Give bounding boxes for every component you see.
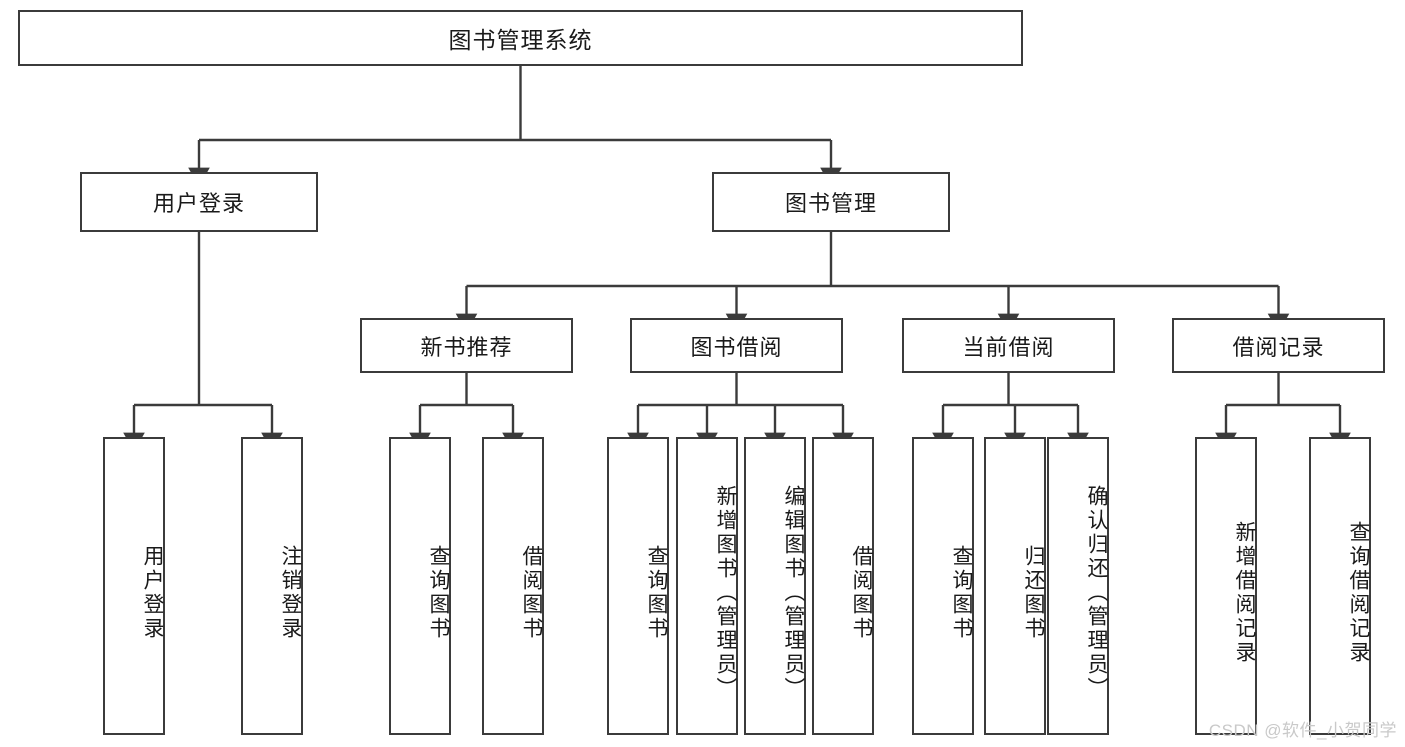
node-查询图书[interactable]: 查询图书 xyxy=(912,437,974,735)
node-新增图书管理员[interactable]: 新增图书（管理员） xyxy=(676,437,738,735)
node-label: 借阅记录 xyxy=(1232,334,1325,360)
node-label: 图书借阅 xyxy=(690,334,783,360)
node-新书推荐[interactable]: 新书推荐 xyxy=(360,318,573,373)
node-确认归还管理员[interactable]: 确认归还（管理员） xyxy=(1047,437,1109,735)
node-label: 编辑图书（管理员） xyxy=(782,485,805,701)
node-label: 图书管理 xyxy=(784,191,877,216)
node-label: 借阅图书 xyxy=(520,545,543,641)
node-label: 新增借阅记录 xyxy=(1233,521,1256,665)
node-label: 借阅图书 xyxy=(850,545,873,641)
node-label: 新书推荐 xyxy=(420,334,513,360)
node-label: 归还图书 xyxy=(1022,545,1045,641)
node-label: 当前借阅 xyxy=(962,334,1055,360)
node-label: 图书管理系统 xyxy=(448,27,593,53)
node-label: 查询图书 xyxy=(950,545,973,641)
node-label: 注销登录 xyxy=(279,545,302,641)
node-label: 查询图书 xyxy=(427,545,450,641)
node-图书借阅[interactable]: 图书借阅 xyxy=(630,318,843,373)
node-用户登录[interactable]: 用户登录 xyxy=(80,172,318,232)
node-借阅记录[interactable]: 借阅记录 xyxy=(1172,318,1385,373)
node-借阅图书[interactable]: 借阅图书 xyxy=(482,437,544,735)
node-借阅图书[interactable]: 借阅图书 xyxy=(812,437,874,735)
node-归还图书[interactable]: 归还图书 xyxy=(984,437,1046,735)
node-label: 用户登录 xyxy=(141,545,164,641)
node-用户登录[interactable]: 用户登录 xyxy=(103,437,165,735)
node-label: 确认归还（管理员） xyxy=(1085,485,1108,701)
node-编辑图书管理员[interactable]: 编辑图书（管理员） xyxy=(744,437,806,735)
node-图书管理[interactable]: 图书管理 xyxy=(712,172,950,232)
node-图书管理系统[interactable]: 图书管理系统 xyxy=(18,10,1023,66)
node-注销登录[interactable]: 注销登录 xyxy=(241,437,303,735)
node-label: 用户登录 xyxy=(152,191,245,216)
node-label: 查询图书 xyxy=(645,545,668,641)
node-查询图书[interactable]: 查询图书 xyxy=(607,437,669,735)
node-新增借阅记录[interactable]: 新增借阅记录 xyxy=(1195,437,1257,735)
node-label: 新增图书（管理员） xyxy=(714,485,737,701)
node-查询借阅记录[interactable]: 查询借阅记录 xyxy=(1309,437,1371,735)
node-当前借阅[interactable]: 当前借阅 xyxy=(902,318,1115,373)
node-查询图书[interactable]: 查询图书 xyxy=(389,437,451,735)
node-label: 查询借阅记录 xyxy=(1347,521,1370,665)
